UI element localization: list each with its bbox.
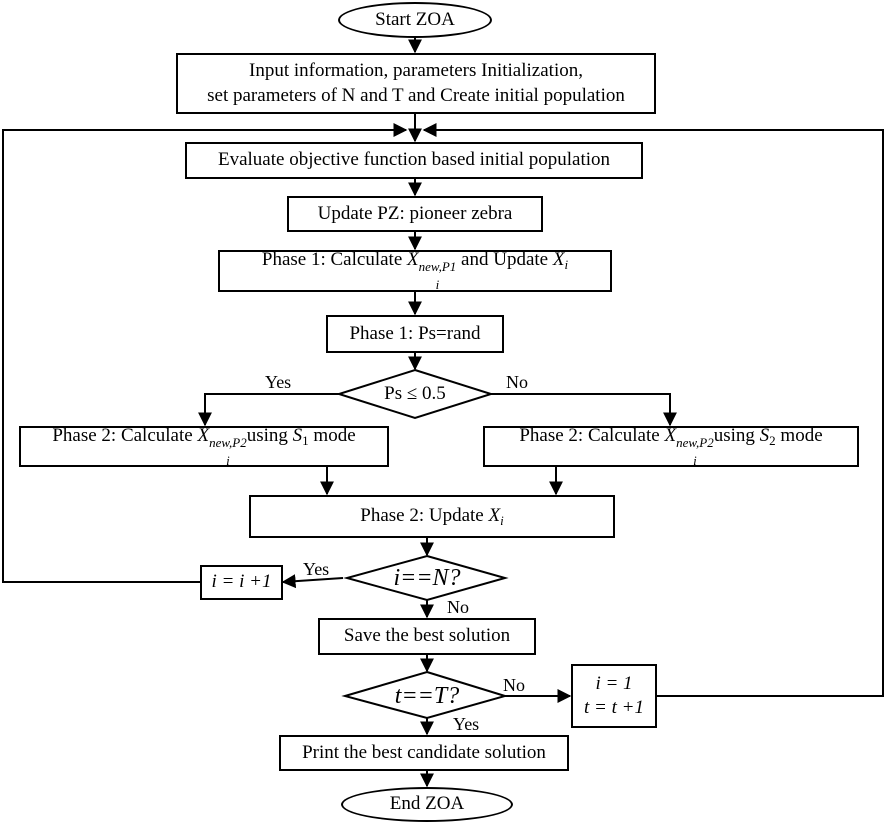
phase2-s1-sup: new,P2: [209, 434, 247, 450]
increment-t-label: t = t +1: [584, 697, 644, 718]
phase2-s2-mode-sub: 2: [769, 432, 776, 448]
phase2-update-sub: i: [500, 512, 504, 528]
phase2-update-prefix: Phase 2: Update: [360, 504, 489, 526]
phase1-calc-sub2: i: [564, 257, 569, 273]
phase1-ps-box: Phase 1: Ps=rand: [326, 315, 504, 353]
phase2-s2-middle: using: [713, 424, 760, 446]
edge-label-i-yes: Yes: [303, 559, 330, 579]
decision-i-diamond: [343, 554, 509, 602]
phase2-s2-var: X: [664, 424, 677, 446]
phase2-s2-sub: i: [693, 452, 697, 468]
phase1-calc-var: X: [407, 249, 419, 271]
phase2-s1-suffix: mode: [308, 424, 356, 446]
reset-box: i = 1 t = t +1: [571, 664, 657, 728]
phase2-update-box: Phase 2: Update Xi: [249, 495, 615, 538]
arrow-decision-i-yes: [281, 574, 344, 589]
evaluate-label: Evaluate objective function based initia…: [217, 149, 611, 171]
decision-ps-text: Ps ≤ 0.5: [384, 383, 446, 404]
decision-ps-label: Ps ≤ 0.5: [359, 380, 471, 408]
phase2-s1-mode-sub: 1: [302, 432, 309, 448]
phase2-s1-sub: i: [226, 452, 230, 468]
decision-t-text: t==T?: [394, 682, 460, 709]
phase1-ps-label: Phase 1: Ps=rand: [349, 322, 481, 344]
update-pz-box: Update PZ: pioneer zebra: [287, 196, 543, 232]
decision-i-text: i==N?: [393, 564, 461, 591]
loop-increment-t: [422, 123, 884, 697]
increment-i-label: i = i +1: [211, 571, 272, 593]
save-best-box: Save the best solution: [318, 618, 536, 655]
edge-label-ps-no: No: [506, 372, 528, 392]
start-label: Start ZOA: [375, 8, 455, 30]
edge-label-ps-yes: Yes: [265, 372, 292, 392]
phase1-calc-prefix: Phase 1: Calculate: [261, 249, 408, 271]
phase2-update-text: Phase 2: Update Xi: [360, 504, 503, 530]
phase2-s2-suffix: mode: [775, 424, 823, 446]
decision-ps-diamond: [335, 368, 495, 420]
edge-label-i-no: No: [447, 597, 469, 617]
edge-label-t-yes: Yes: [453, 714, 480, 734]
input-init-box: Input information, parameters Initializa…: [176, 53, 656, 114]
phase2-s2-prefix: Phase 2: Calculate: [519, 424, 665, 446]
phase2-s2-mode-var: S: [759, 424, 770, 446]
phase2-s1-prefix: Phase 2: Calculate: [52, 424, 198, 446]
save-best-label: Save the best solution: [343, 625, 511, 647]
reset-i-label: i = 1: [595, 673, 633, 695]
input-line-2: set parameters of N and T and Create ini…: [207, 84, 625, 106]
phase1-calc-sub: i: [435, 277, 440, 292]
arrow-decision-yes: [198, 393, 339, 427]
end-terminal: End ZOA: [341, 787, 513, 822]
phase2-s1-mode-var: S: [292, 424, 303, 446]
phase1-calc-middle: and Update: [456, 249, 553, 271]
decision-t-diamond: [341, 670, 509, 720]
end-label: End ZOA: [389, 793, 465, 815]
phase2-s2-sup: new,P2: [676, 434, 714, 450]
arrow-decision-no: [491, 393, 677, 427]
print-best-label: Print the best candidate solution: [302, 741, 546, 763]
phase2-update-var: X: [488, 504, 501, 526]
print-best-box: Print the best candidate solution: [279, 735, 569, 771]
decision-t-label: t==T?: [377, 680, 477, 712]
phase2-s1-middle: using: [246, 424, 293, 446]
phase1-calc-sup: new,P1: [418, 259, 457, 275]
start-terminal: Start ZOA: [338, 2, 492, 38]
edge-label-t-no: No: [503, 675, 525, 695]
loop-increment-i: [2, 123, 408, 583]
evaluate-box: Evaluate objective function based initia…: [185, 142, 643, 179]
update-pz-label: Update PZ: pioneer zebra: [317, 202, 513, 224]
input-line-1: Input information, parameters Initializa…: [249, 59, 583, 81]
phase2-s1-var: X: [197, 424, 210, 446]
decision-i-label: i==N?: [377, 562, 477, 594]
increment-i-box: i = i +1: [200, 565, 283, 600]
phase1-calc-var2: X: [552, 249, 565, 271]
